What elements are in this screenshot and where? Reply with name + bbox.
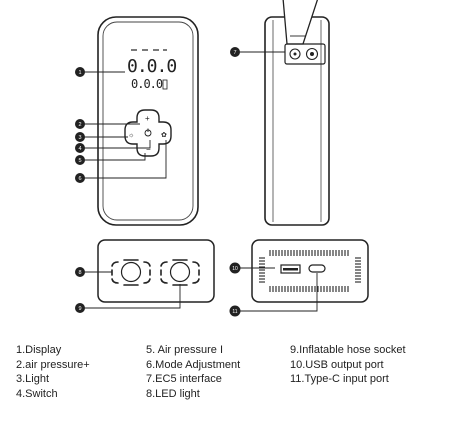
display-screen: 0.0.0 0.0.0 <box>127 49 177 91</box>
callout-8: 8 <box>75 267 85 277</box>
product-diagram: 0.0.0 0.0.0 + ☼ ✿ − 1 2 <box>75 0 369 317</box>
ec5-port-right <box>305 47 319 61</box>
legend-item-light: 3.Light <box>16 373 50 385</box>
svg-text:3: 3 <box>78 135 81 141</box>
top-view: 10 11 <box>229 239 369 317</box>
control-pad-outline <box>124 109 172 157</box>
display-top-readout: 0.0.0 <box>127 56 176 77</box>
legend-item-switch: 4.Switch <box>16 387 58 400</box>
front-body-outer <box>97 16 199 226</box>
callout-11: 11 <box>229 305 241 317</box>
mode-icon: ✿ <box>161 132 167 139</box>
callout-6: 6 <box>75 173 85 183</box>
svg-text:8: 8 <box>78 270 81 276</box>
legend-item-type-c-input: 11.Type-C input port <box>290 373 389 385</box>
svg-text:6: 6 <box>78 176 81 182</box>
top-body <box>251 239 369 303</box>
display-bottom-readout: 0.0.0 <box>131 77 163 91</box>
svg-text:1: 1 <box>78 70 81 76</box>
svg-text:9: 9 <box>78 306 81 312</box>
callout-10: 10 <box>229 262 241 274</box>
legend-column-3: 9.Inflatable hose socket 10.USB output p… <box>290 343 406 387</box>
control-pad: + ☼ ✿ − <box>124 109 172 157</box>
svg-text:11: 11 <box>232 309 237 315</box>
vent-grille <box>259 250 361 292</box>
svg-text:2: 2 <box>78 122 81 128</box>
side-body <box>264 16 330 226</box>
svg-text:5: 5 <box>78 158 81 164</box>
svg-text:4: 4 <box>78 146 81 152</box>
ec5-port-left <box>289 48 301 60</box>
legend-column-1: 1.Display 2.air pressure+ 3.Light 4.Swit… <box>16 343 90 401</box>
legend-item-usb-output: 10.USB output port <box>290 358 384 371</box>
side-view: 7 <box>230 0 330 226</box>
svg-text:7: 7 <box>233 50 236 56</box>
front-body-inner <box>102 21 194 221</box>
svg-text:10: 10 <box>232 266 238 272</box>
legend-item-air-pressure-plus: 2.air pressure+ <box>16 358 90 371</box>
legend-item-air-pressure-minus: 5. Air pressure I <box>146 344 224 356</box>
legend-item-mode-adjustment: 6.Mode Adjustment <box>146 358 241 371</box>
battery-icon <box>162 79 168 90</box>
plus-icon: + <box>145 114 150 123</box>
minus-icon: − <box>146 145 151 154</box>
legend-item-display: 1.Display <box>16 344 62 356</box>
bottom-body <box>97 239 215 303</box>
callout-7: 7 <box>230 47 240 57</box>
callout-2: 2 <box>75 119 85 129</box>
hose-socket <box>284 43 326 65</box>
legend-item-led-light: 8.LED light <box>146 387 200 400</box>
legend-item-ec5-interface: 7.EC5 interface <box>146 373 222 385</box>
front-view: 0.0.0 0.0.0 + ☼ ✿ − 1 2 <box>75 16 199 226</box>
callout-4: 4 <box>75 143 85 153</box>
led-light-right <box>169 261 191 283</box>
callout-5: 5 <box>75 155 85 165</box>
callout-1: 1 <box>75 67 85 77</box>
legend-item-hose-socket: 9.Inflatable hose socket <box>290 344 406 356</box>
callout-3: 3 <box>75 132 85 142</box>
light-icon: ☼ <box>128 132 134 139</box>
led-light-left <box>120 261 142 283</box>
callout-9: 9 <box>75 303 85 313</box>
bottom-view: 8 9 <box>75 239 215 313</box>
legend-column-2: 5. Air pressure I 6.Mode Adjustment 7.EC… <box>146 343 240 401</box>
type-c-port <box>308 264 326 273</box>
hose <box>282 0 319 45</box>
usb-port <box>280 264 301 274</box>
